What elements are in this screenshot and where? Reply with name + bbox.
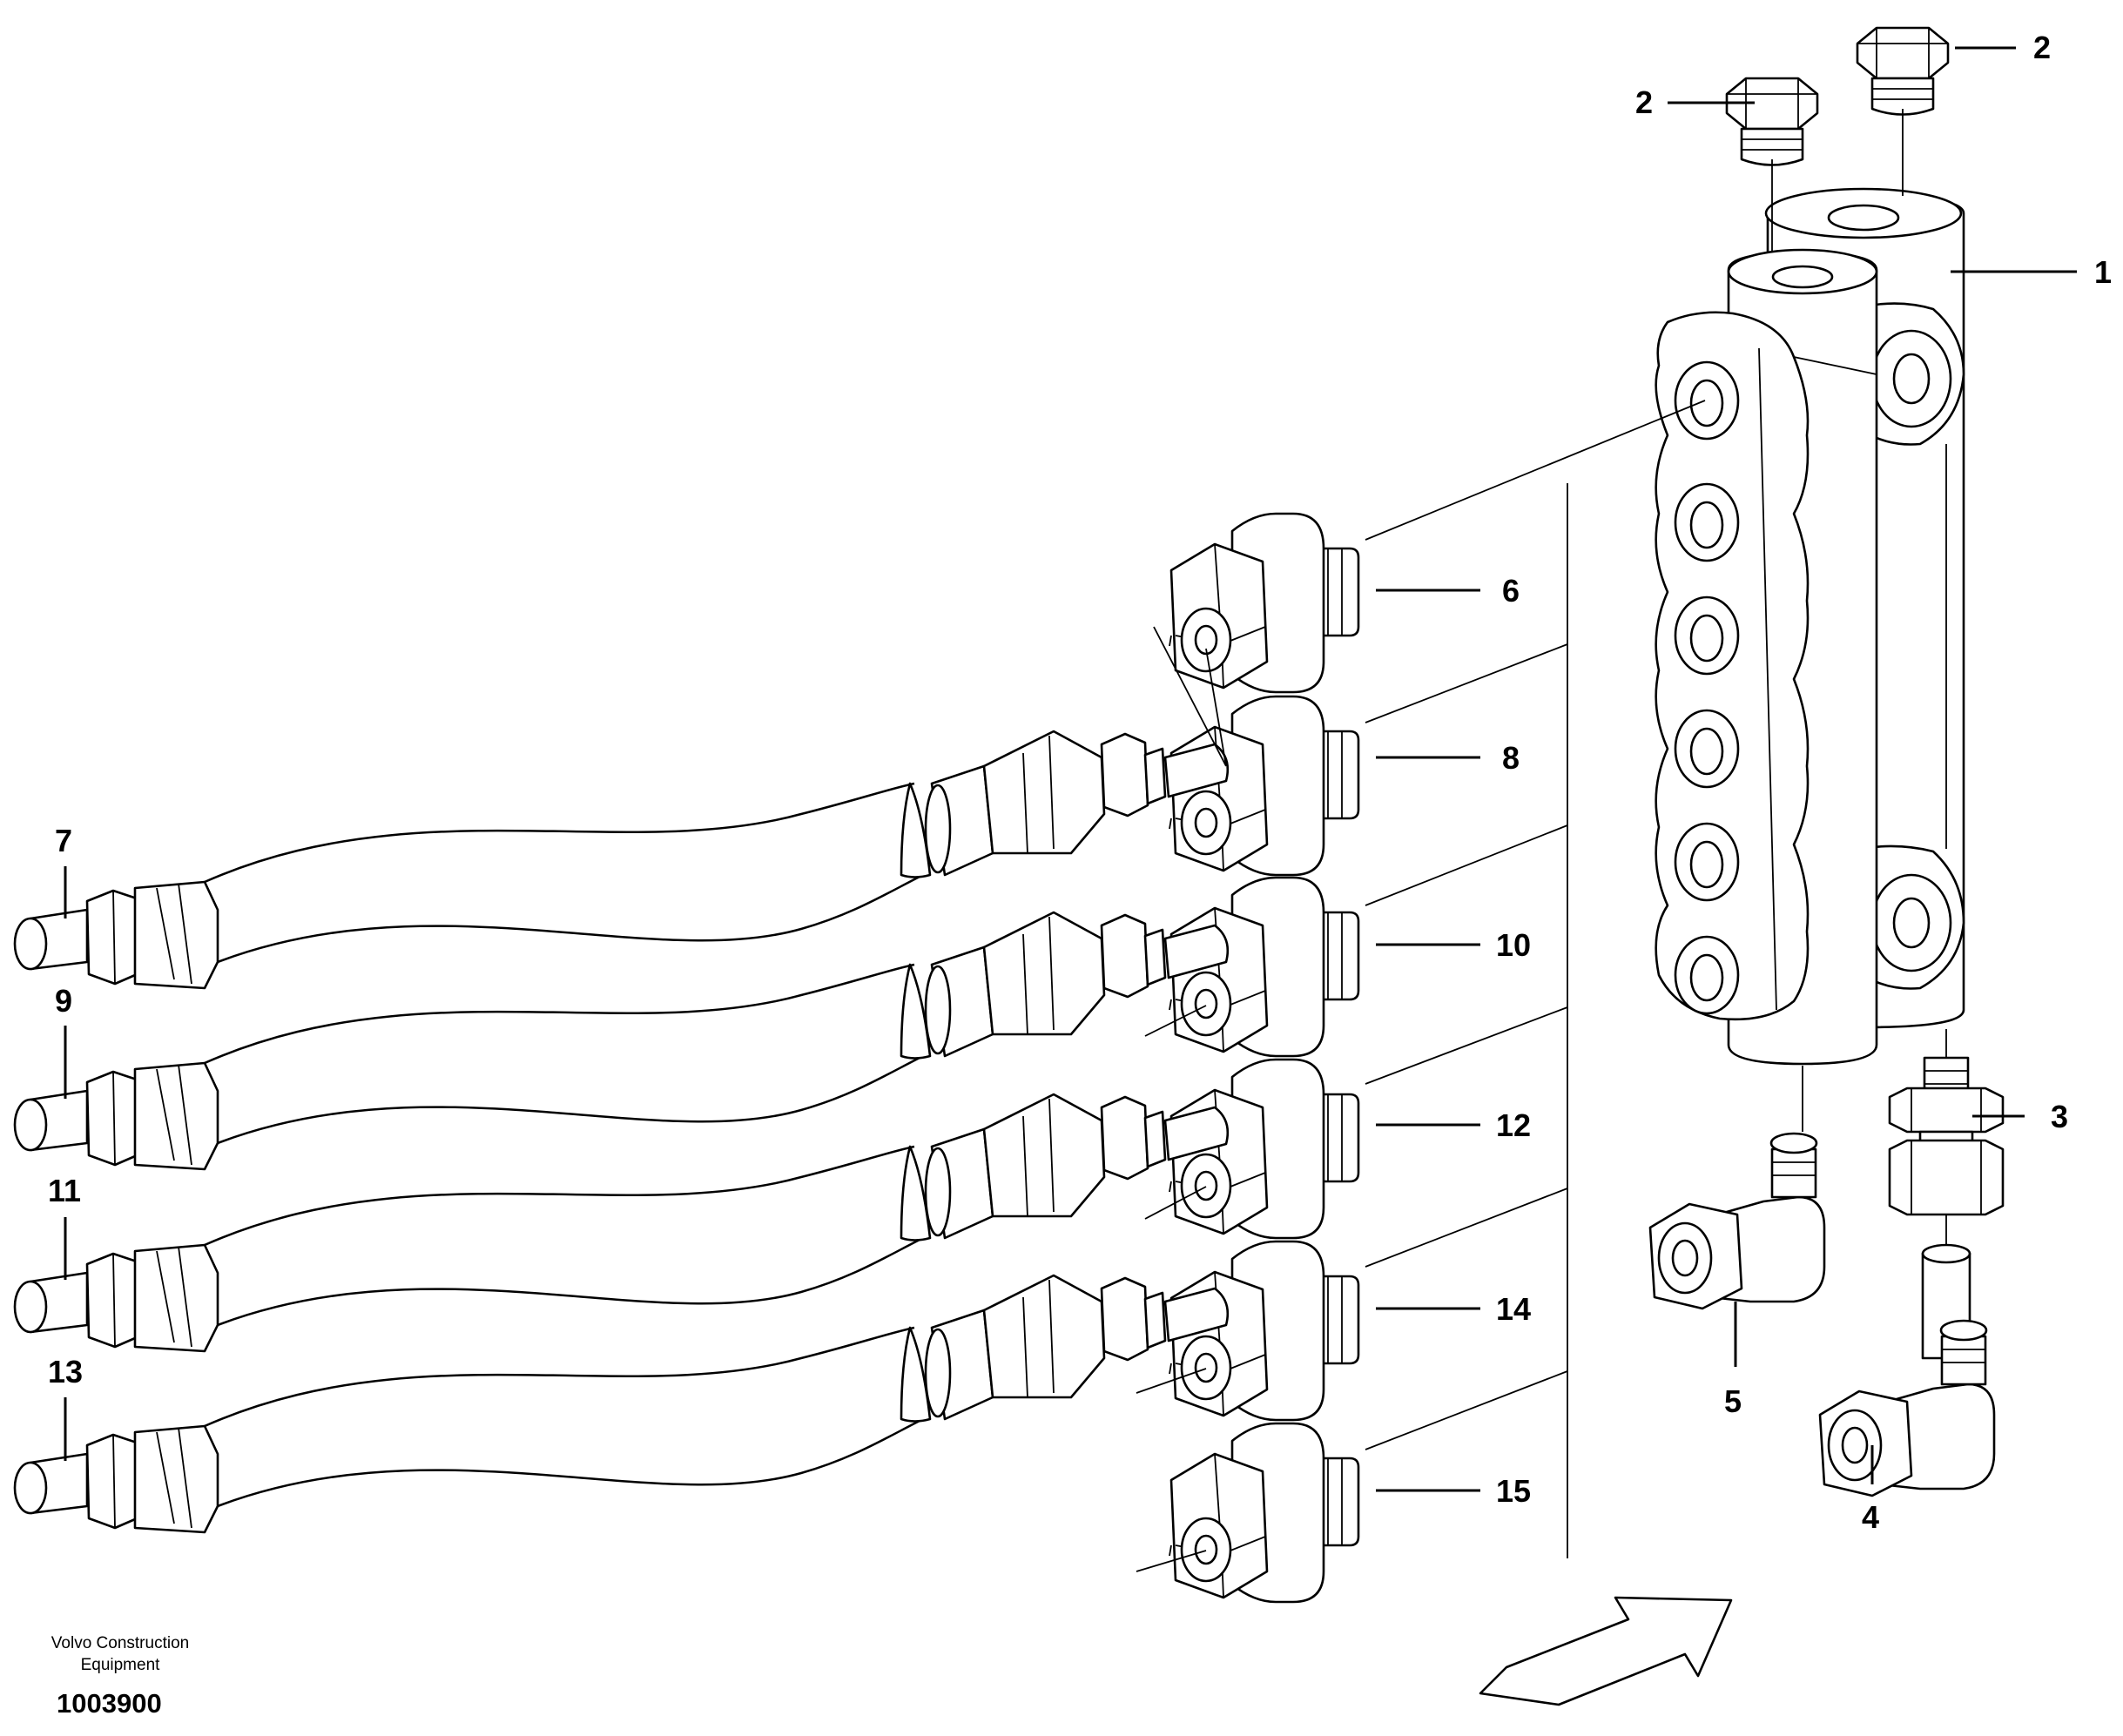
elbow-fitting-5 bbox=[1648, 1132, 1826, 1310]
hex-plug-front bbox=[1725, 77, 1819, 166]
callout-4: 4 bbox=[1862, 1499, 1879, 1535]
assembly-bracket bbox=[1365, 400, 1706, 1558]
callout-7: 7 bbox=[55, 823, 72, 858]
callout-1: 1 bbox=[2094, 254, 2112, 290]
sensor-15 bbox=[1168, 1422, 1360, 1604]
callout-6: 6 bbox=[1502, 573, 1520, 609]
callout-14: 14 bbox=[1496, 1291, 1531, 1327]
callout-5: 5 bbox=[1724, 1383, 1742, 1419]
drawing-number: 1003900 bbox=[57, 1688, 162, 1719]
callout-3: 3 bbox=[2051, 1099, 2068, 1134]
hex-plug-rear bbox=[1856, 26, 1950, 116]
elbow-fitting-4 bbox=[1818, 1243, 1996, 1497]
callout-13: 13 bbox=[48, 1354, 83, 1389]
callout-9: 9 bbox=[55, 983, 72, 1019]
callout-10: 10 bbox=[1496, 927, 1531, 963]
manifold-block bbox=[1655, 187, 1965, 1066]
callout-8: 8 bbox=[1502, 740, 1520, 776]
callout-2-rear: 2 bbox=[2033, 30, 2051, 65]
company-name-line-2: Equipment bbox=[81, 1656, 161, 1674]
direction-arrow-shape bbox=[1479, 1596, 1733, 1706]
sensor-6 bbox=[1168, 512, 1360, 694]
callout-11: 11 bbox=[48, 1173, 81, 1208]
adapter-nipple bbox=[1888, 1029, 2005, 1236]
callout-2-front: 2 bbox=[1635, 84, 1653, 120]
callout-12: 12 bbox=[1496, 1107, 1531, 1143]
company-name-line-1: Volvo Construction bbox=[51, 1634, 189, 1652]
callout-15: 15 bbox=[1496, 1473, 1531, 1509]
leader-lines bbox=[64, 46, 2077, 1492]
